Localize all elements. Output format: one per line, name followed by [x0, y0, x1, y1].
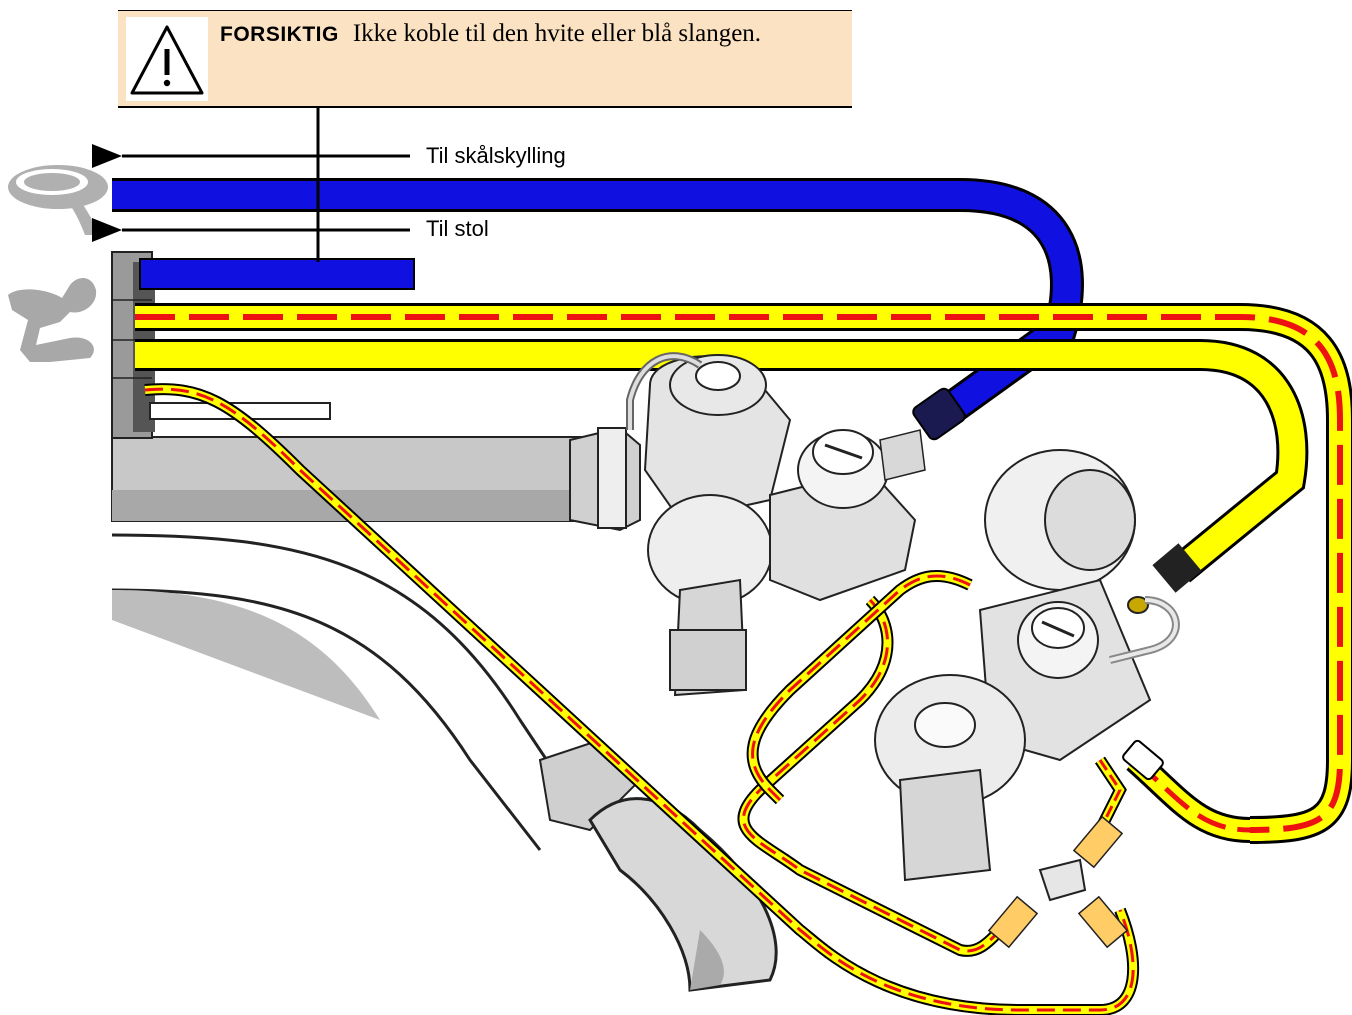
- pressure-regulator-2: [874, 449, 1180, 882]
- label-to-chair: Til stol: [426, 216, 489, 241]
- caution-label: FORSIKTIG: [220, 23, 339, 46]
- yellow-air-hose-striped: [135, 303, 1352, 844]
- caution-text: Ikke koble til den hvite eller blå slang…: [352, 20, 762, 47]
- caution-message: FORSIKTIG Ikke koble til den hvite eller …: [220, 19, 842, 50]
- spittoon-bowl-icon: [8, 165, 108, 235]
- warning-triangle-icon: [130, 25, 204, 95]
- label-to-bowl-rinse: Til skålskylling: [426, 143, 566, 168]
- dental-chair-icon: [8, 278, 97, 362]
- yellow-air-hose-solid: [135, 339, 1309, 593]
- pressure-regulator-1: [626, 352, 926, 697]
- caution-icon-frame: [126, 17, 208, 101]
- tee-fitting: [987, 815, 1129, 949]
- yellow-air-hose-return: [1122, 739, 1251, 843]
- caution-callout: FORSIKTIG Ikke koble til den hvite eller …: [118, 10, 852, 108]
- grey-conduit-upper: [111, 426, 641, 532]
- blue-hose-chair: [139, 258, 415, 290]
- thin-air-tubes: [144, 383, 1140, 1015]
